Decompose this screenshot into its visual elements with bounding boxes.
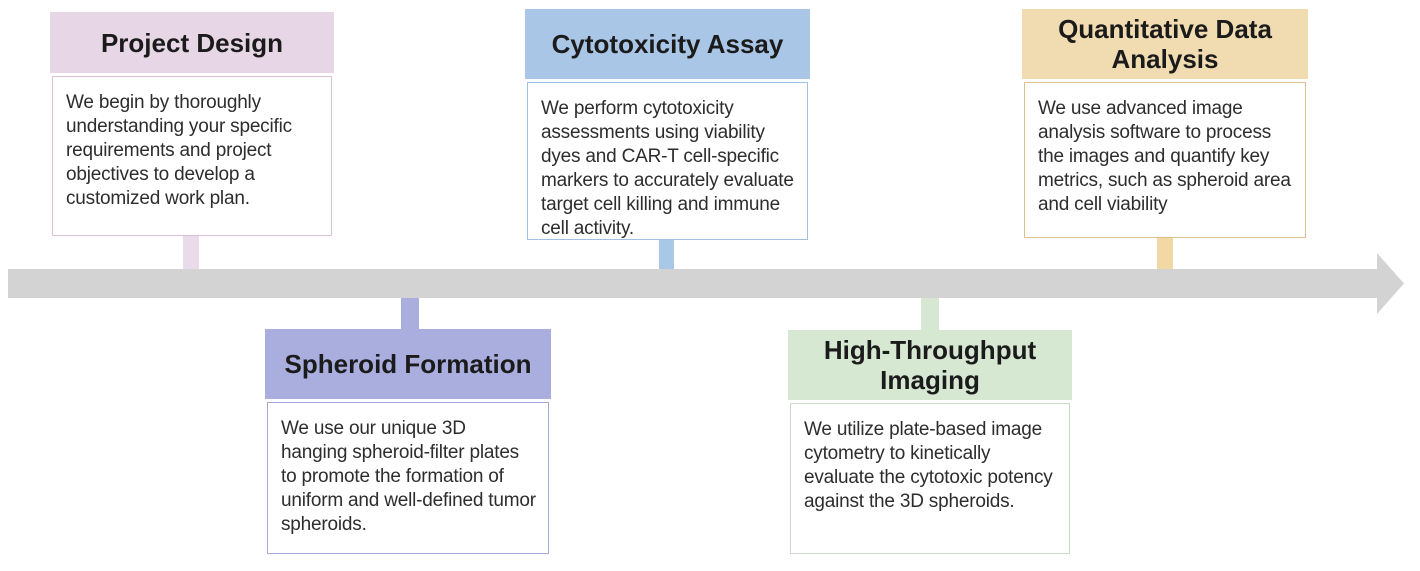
- timeline-arrow: [8, 253, 1404, 314]
- step-title: Project Design: [100, 27, 284, 58]
- step-card-spheroid-formation: Spheroid Formation We use our unique 3D …: [265, 329, 551, 554]
- connector-cytotoxicity-assay: [659, 239, 674, 270]
- step-card-high-throughput-imaging: High-Throughput Imaging We utilize plate…: [788, 330, 1072, 554]
- step-description-box: We utilize plate-based image cytometry t…: [790, 403, 1070, 554]
- step-description: We perform cytotoxicity assessments usin…: [541, 98, 794, 239]
- step-card-project-design: Project Design We begin by thoroughly un…: [50, 12, 334, 236]
- step-title: Spheroid Formation: [284, 349, 532, 379]
- timeline-arrowhead-icon: [1377, 253, 1404, 314]
- step-card-cytotoxicity-assay: Cytotoxicity Assay We perform cytotoxici…: [525, 9, 810, 240]
- step-description-box: We use our unique 3D hanging spheroid-fi…: [267, 402, 549, 554]
- connector-quantitative-data-analysis: [1157, 236, 1173, 270]
- step-header: Quantitative Data Analysis: [1022, 9, 1308, 79]
- step-description: We use advanced image analysis software …: [1038, 98, 1291, 215]
- step-description-box: We begin by thoroughly understanding you…: [52, 76, 332, 236]
- step-card-quantitative-data-analysis: Quantitative Data Analysis We use advanc…: [1022, 9, 1308, 238]
- step-header: Spheroid Formation: [265, 329, 551, 399]
- step-description-box: We use advanced image analysis software …: [1024, 82, 1306, 238]
- step-header: High-Throughput Imaging: [788, 330, 1072, 400]
- connector-project-design: [183, 236, 199, 270]
- timeline-bar: [8, 269, 1377, 298]
- step-description: We use our unique 3D hanging spheroid-fi…: [281, 418, 536, 535]
- step-title: Quantitative Data Analysis: [1058, 14, 1272, 74]
- step-description-box: We perform cytotoxicity assessments usin…: [527, 82, 808, 240]
- connector-high-throughput-imaging: [921, 296, 939, 331]
- step-header: Cytotoxicity Assay: [525, 9, 810, 79]
- connector-spheroid-formation: [401, 296, 419, 330]
- step-description: We utilize plate-based image cytometry t…: [804, 419, 1053, 512]
- step-header: Project Design: [50, 12, 334, 73]
- step-title: Cytotoxicity Assay: [551, 29, 784, 59]
- step-title: High-Throughput Imaging: [823, 335, 1037, 395]
- step-description: We begin by thoroughly understanding you…: [66, 92, 292, 209]
